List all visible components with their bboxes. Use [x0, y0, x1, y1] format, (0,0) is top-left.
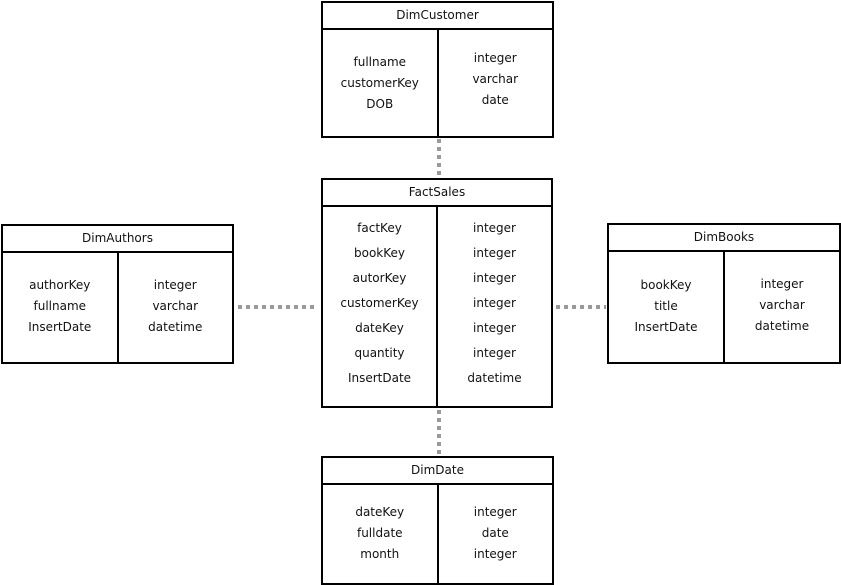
- field-name: InsertDate: [634, 320, 698, 334]
- connector-authors-fact: [238, 305, 318, 309]
- field-type: datetime: [467, 371, 522, 385]
- field-type: integer: [473, 547, 517, 561]
- field-name: dateKey: [355, 505, 405, 519]
- table-factsales[interactable]: FactSales factKey bookKey autorKey custo…: [321, 178, 553, 408]
- field-type: integer: [473, 505, 517, 519]
- connector-customer-fact: [437, 139, 441, 177]
- field-types-column: integer date integer: [439, 485, 553, 583]
- field-name: DOB: [366, 97, 394, 111]
- field-type: varchar: [759, 298, 805, 312]
- field-name: InsertDate: [347, 371, 412, 385]
- field-name: authorKey: [29, 278, 91, 292]
- field-type: integer: [473, 246, 516, 260]
- field-types-column: integer varchar date: [439, 30, 553, 136]
- connector-fact-books: [556, 305, 606, 309]
- table-title: DimAuthors: [3, 226, 232, 253]
- field-name: autorKey: [352, 271, 407, 285]
- field-types-column: integer varchar datetime: [119, 253, 233, 362]
- field-names-column: fullname customerKey DOB: [323, 30, 439, 136]
- field-name: factKey: [357, 221, 402, 235]
- field-names-column: dateKey fulldate month: [323, 485, 439, 583]
- table-title: DimBooks: [609, 225, 839, 252]
- field-type: datetime: [148, 320, 203, 334]
- field-type: integer: [473, 271, 516, 285]
- field-name: customerKey: [340, 76, 419, 90]
- table-title: FactSales: [323, 180, 551, 207]
- table-title: DimCustomer: [323, 3, 552, 30]
- field-name: InsertDate: [28, 320, 92, 334]
- field-type: varchar: [472, 72, 519, 86]
- field-type: integer: [473, 296, 516, 310]
- field-name: bookKey: [353, 246, 405, 260]
- field-name: bookKey: [640, 278, 692, 292]
- field-name: dateKey: [355, 321, 404, 335]
- field-type: datetime: [754, 319, 810, 333]
- field-name: fullname: [33, 299, 87, 313]
- field-types-column: integer varchar datetime: [725, 252, 839, 362]
- field-names-column: authorKey fullname InsertDate: [3, 253, 119, 362]
- field-name: quantity: [354, 346, 405, 360]
- field-type: date: [481, 93, 509, 107]
- connector-fact-date: [437, 410, 441, 454]
- table-title: DimDate: [323, 458, 552, 485]
- field-name: fulldate: [356, 526, 403, 540]
- field-type: date: [481, 526, 509, 540]
- field-type: integer: [473, 221, 516, 235]
- table-dimdate[interactable]: DimDate dateKey fulldate month integer d…: [321, 456, 554, 585]
- field-types-column: integer integer integer integer integer …: [438, 207, 551, 406]
- field-type: integer: [473, 321, 516, 335]
- field-type: integer: [473, 346, 516, 360]
- table-dimauthors[interactable]: DimAuthors authorKey fullname InsertDate…: [1, 224, 234, 364]
- field-type: integer: [760, 277, 804, 291]
- field-name: month: [360, 547, 400, 561]
- field-names-column: bookKey title InsertDate: [609, 252, 725, 362]
- field-type: integer: [473, 51, 517, 65]
- field-type: varchar: [152, 299, 199, 313]
- field-name: customerKey: [340, 296, 419, 310]
- table-dimbooks[interactable]: DimBooks bookKey title InsertDate intege…: [607, 223, 841, 364]
- field-names-column: factKey bookKey autorKey customerKey dat…: [323, 207, 438, 406]
- field-name: title: [654, 299, 678, 313]
- field-type: integer: [153, 278, 197, 292]
- table-dimcustomer[interactable]: DimCustomer fullname customerKey DOB int…: [321, 1, 554, 138]
- field-name: fullname: [353, 55, 407, 69]
